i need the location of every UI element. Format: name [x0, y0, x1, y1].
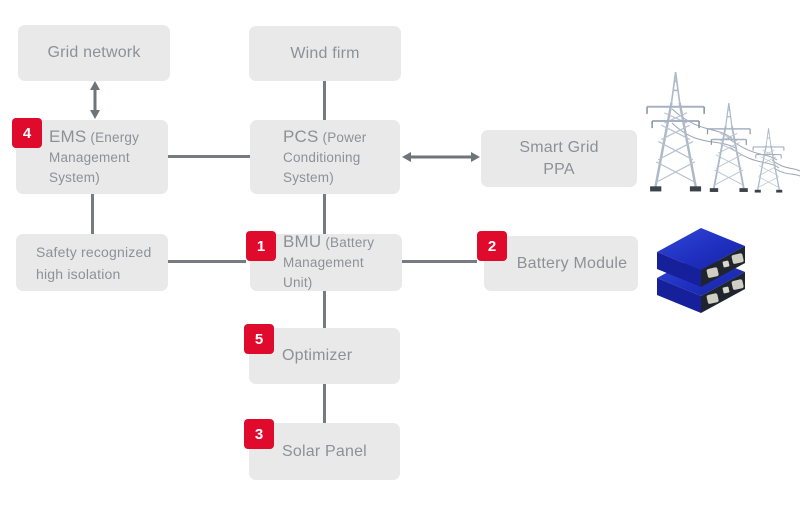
node-bmu-rest: (Battery Management Unit): [283, 235, 375, 290]
step-badge-2: 2: [477, 231, 507, 261]
node-grid-network: Grid network: [18, 25, 170, 81]
node-pcs-abbr: PCS: [283, 126, 319, 146]
node-ems-abbr: EMS: [49, 126, 87, 146]
node-solar-panel: Solar Panel: [249, 423, 400, 480]
node-smart-grid-ppa-line1: Smart Grid: [519, 138, 599, 156]
connector-ems-pcs: [168, 155, 250, 158]
node-ems-rest: (Energy Management System): [49, 129, 140, 185]
node-safety-line1: Safety recognized: [36, 243, 152, 260]
connector-safety-bmu: [168, 260, 246, 263]
node-smart-grid-ppa-line2: PPA: [543, 160, 575, 178]
node-optimizer: Optimizer: [249, 328, 400, 384]
node-grid-network-label: Grid network: [47, 44, 141, 61]
node-pcs-rest: (Power Conditioning System): [283, 129, 367, 185]
node-safety: Safety recognized high isolation: [16, 234, 168, 291]
node-pcs: PCS (Power Conditioning System): [250, 120, 400, 194]
connector-windfirm-pcs: [323, 81, 326, 120]
node-bmu-abbr: BMU: [283, 232, 322, 251]
node-battery-module: Battery Module: [484, 236, 638, 291]
node-smart-grid-ppa-label: Smart Grid PPA: [519, 137, 598, 181]
connector-pcs-bmu: [323, 194, 326, 234]
transmission-towers-icon: [645, 70, 800, 194]
node-wind-firm: Wind firm: [249, 26, 401, 81]
node-optimizer-label: Optimizer: [282, 347, 353, 364]
node-ems-label: EMS (Energy Management System): [49, 127, 162, 188]
battery-cells-icon: [657, 228, 745, 313]
arrow-pcs-smartgrid: [402, 152, 480, 162]
node-pcs-label: PCS (Power Conditioning System): [283, 127, 394, 188]
connector-bmu-battery: [402, 260, 477, 263]
step-badge-4: 4: [12, 118, 42, 148]
connector-optimizer-solar: [323, 384, 326, 423]
node-wind-firm-label: Wind firm: [290, 44, 360, 62]
connector-bmu-optimizer: [323, 291, 326, 328]
node-bmu-label: BMU (Battery Management Unit): [283, 232, 396, 293]
node-smart-grid-ppa: Smart Grid PPA: [481, 130, 637, 187]
arrow-gridnetwork-ems: [90, 81, 100, 119]
step-badge-1: 1: [246, 231, 276, 261]
node-solar-panel-label: Solar Panel: [282, 442, 367, 460]
node-safety-line2: high isolation: [36, 265, 121, 282]
step-badge-5: 5: [244, 324, 274, 354]
connector-ems-safety: [91, 194, 94, 234]
step-badge-3: 3: [244, 419, 274, 449]
node-battery-module-label: Battery Module: [516, 254, 628, 272]
